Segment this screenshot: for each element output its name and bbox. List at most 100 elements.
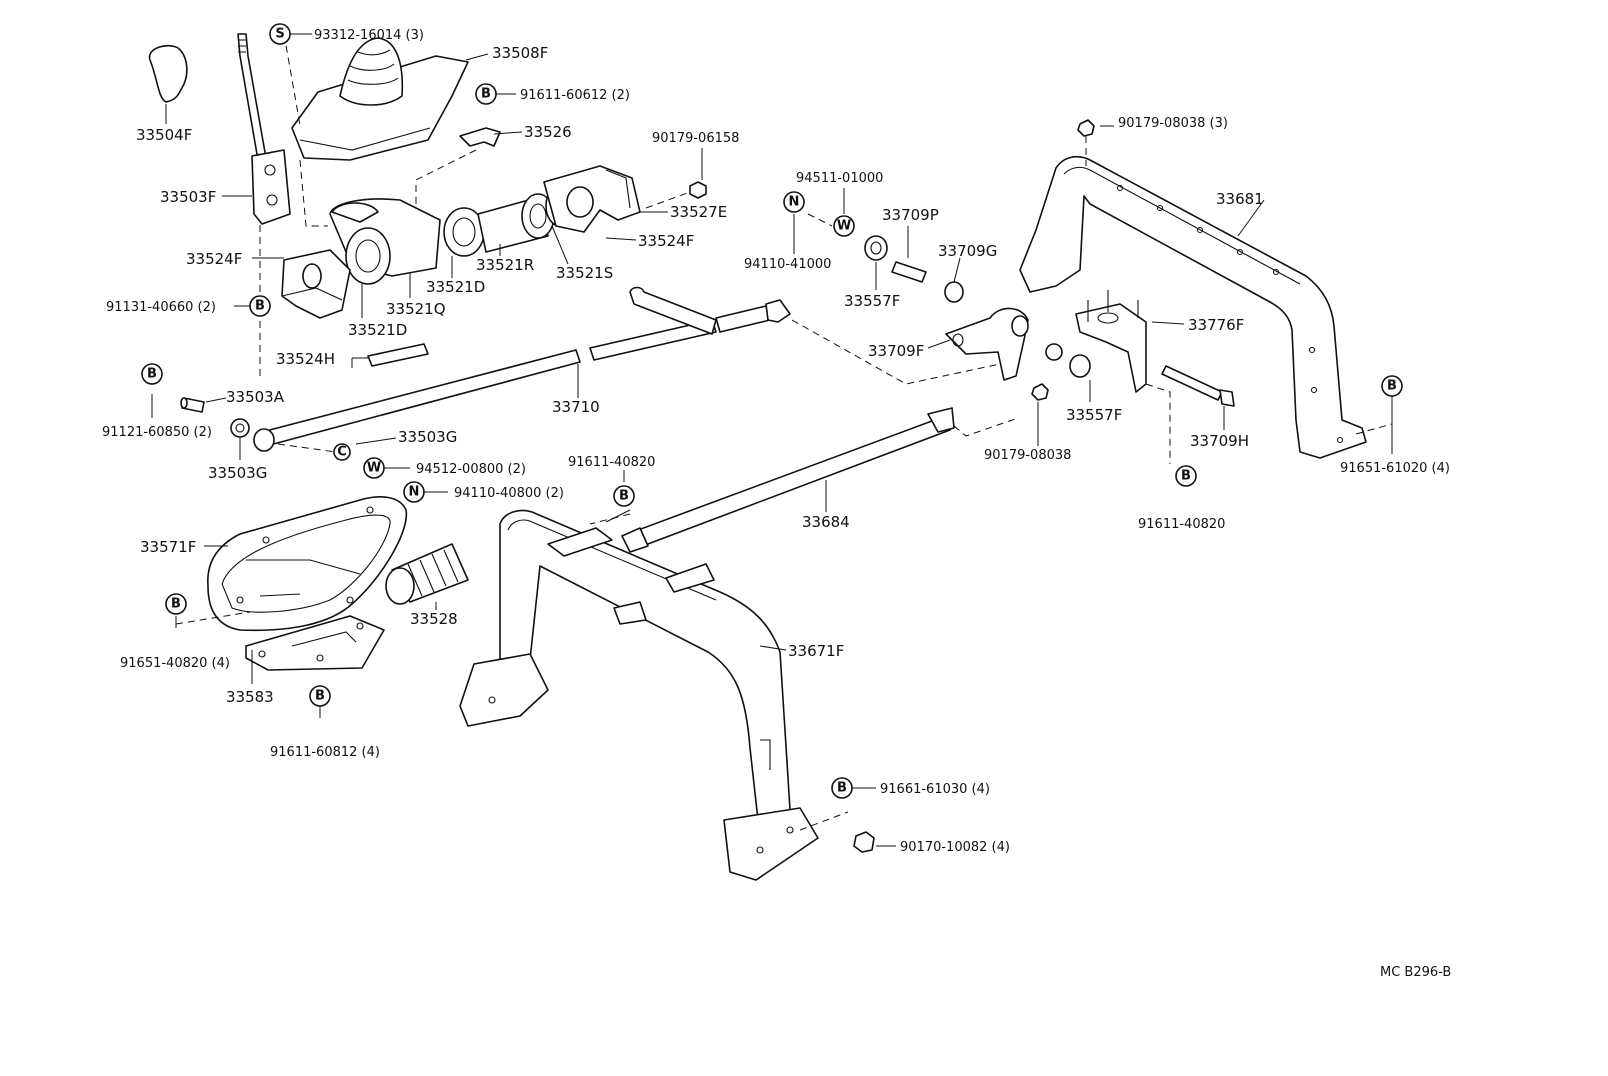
rod-33684	[621, 407, 955, 553]
crossmember-bolt-guide-line	[799, 811, 849, 831]
svg-text:B: B	[481, 87, 491, 102]
clip-guide-line	[277, 443, 337, 453]
bolt-symbol-91651-40820: B	[165, 593, 187, 615]
label-33526: 33526	[524, 123, 572, 141]
label-33571F: 33571F	[140, 538, 196, 556]
label-33521Q: 33521Q	[386, 300, 446, 318]
svg-text:S: S	[275, 27, 284, 42]
label-91661: 91661-61030 (4)	[880, 782, 990, 797]
label-33557F-mid: 33557F	[1066, 406, 1122, 424]
rod-33710	[253, 286, 791, 452]
label-33508F: 33508F	[492, 44, 548, 62]
frame-33681	[1019, 155, 1367, 459]
nut-90170	[853, 831, 875, 853]
label-91611-60812: 91611-60812 (4)	[270, 745, 380, 760]
svg-text:W: W	[367, 461, 381, 476]
label-90170: 90170-10082 (4)	[900, 840, 1010, 855]
pin-33503A	[180, 397, 205, 413]
bracket-33524F-right	[543, 165, 641, 233]
console-cover-33571F	[207, 496, 408, 632]
label-33709G: 33709G	[938, 242, 997, 260]
label-91611-40820-mid: 91611-40820	[568, 455, 655, 470]
bolt-symbol-91131: B	[249, 295, 271, 317]
label-33524H: 33524H	[276, 350, 335, 368]
bracket-33776F	[1075, 290, 1147, 393]
nut-90179-06158	[689, 181, 707, 199]
bushing-33521D-a	[443, 207, 485, 257]
plate-33526	[459, 127, 501, 147]
bracket-33776F-guide-line	[1145, 383, 1171, 464]
shift-boot	[291, 37, 469, 161]
lever-33709F	[945, 307, 1029, 381]
label-33524F-right: 33524F	[638, 232, 694, 250]
bushing-33503G-left	[230, 418, 250, 438]
label-91611-60612: 91611-60612 (2)	[520, 88, 630, 103]
shift-lever	[237, 33, 291, 225]
label-91131: 91131-40660 (2)	[106, 300, 216, 315]
label-94110-41000: 94110-41000	[744, 257, 831, 272]
label-91651-40820: 91651-40820 (4)	[120, 656, 230, 671]
label-33524F-left: 33524F	[186, 250, 242, 268]
bracket-guide-line	[645, 191, 691, 209]
bracket-33524F-left	[281, 249, 351, 319]
bolt-symbol-91121: B	[141, 363, 163, 385]
shift-housing	[329, 198, 441, 285]
clip-33709-mid	[1045, 343, 1063, 361]
screw-symbol-93312: S	[269, 23, 291, 45]
label-33527E: 33527E	[670, 203, 727, 221]
bolt-symbol-91651-61020: B	[1381, 375, 1403, 397]
svg-text:B: B	[315, 689, 325, 704]
label-91651-61020: 91651-61020 (4)	[1340, 461, 1450, 476]
label-33710: 33710	[552, 398, 600, 416]
label-33503F: 33503F	[160, 188, 216, 206]
bolt-symbol-91611-40820-mid: B	[613, 485, 635, 507]
plate-33583	[245, 615, 385, 671]
label-90179-06158: 90179-06158	[652, 131, 739, 146]
svg-text:B: B	[1181, 469, 1191, 484]
label-33684: 33684	[802, 513, 850, 531]
label-94110-40800: 94110-40800 (2)	[454, 486, 564, 501]
label-33557F-top: 33557F	[844, 292, 900, 310]
svg-text:B: B	[837, 781, 847, 796]
leader-lines	[151, 33, 1393, 847]
washer-33557F-top	[864, 235, 888, 261]
clip-33503G-mid: C	[333, 443, 351, 461]
label-33709P: 33709P	[882, 206, 939, 224]
clip-symbol: C	[337, 445, 347, 460]
grommet-33528	[385, 543, 469, 605]
label-94511: 94511-01000	[796, 171, 883, 186]
label-33503G-mid: 33503G	[398, 428, 457, 446]
svg-text:N: N	[789, 195, 800, 210]
diagram-code: MC B296-B	[1380, 965, 1451, 980]
label-33521R: 33521R	[476, 256, 534, 274]
shift-knob	[148, 44, 188, 103]
label-93312: 93312-16014 (3)	[314, 28, 424, 43]
label-33521S: 33521S	[556, 264, 613, 282]
symbol-markers: S B B B W N B B	[141, 23, 1403, 799]
label-90179-08038-low: 90179-08038	[984, 448, 1071, 463]
svg-text:N: N	[409, 485, 420, 500]
boot-guide-line	[283, 33, 301, 126]
label-33521D-a: 33521D	[348, 321, 407, 339]
part-labels: 33504F 33503F 33524F 91131-40660 (2) 335…	[102, 28, 1451, 980]
label-33681: 33681	[1216, 190, 1264, 208]
label-33528: 33528	[410, 610, 458, 628]
label-33521D-b: 33521D	[426, 278, 485, 296]
svg-text:B: B	[619, 489, 629, 504]
svg-text:B: B	[255, 299, 265, 314]
bolt-symbol-91611-60612: B	[475, 83, 497, 105]
label-33583: 33583	[226, 688, 274, 706]
cap-33709G	[944, 281, 964, 303]
svg-text:B: B	[147, 367, 157, 382]
crossmember-33671F	[459, 509, 819, 881]
bolt-symbol-91661: B	[831, 777, 853, 799]
label-33671F: 33671F	[788, 642, 844, 660]
label-91121: 91121-60850 (2)	[102, 425, 212, 440]
label-91611-40820-right: 91611-40820	[1138, 517, 1225, 532]
housing-guide-line	[299, 159, 328, 227]
plate-guide-line	[415, 149, 477, 206]
svg-text:B: B	[171, 597, 181, 612]
pin-33709P	[891, 261, 927, 283]
washer-symbol-94512: W	[363, 457, 385, 479]
